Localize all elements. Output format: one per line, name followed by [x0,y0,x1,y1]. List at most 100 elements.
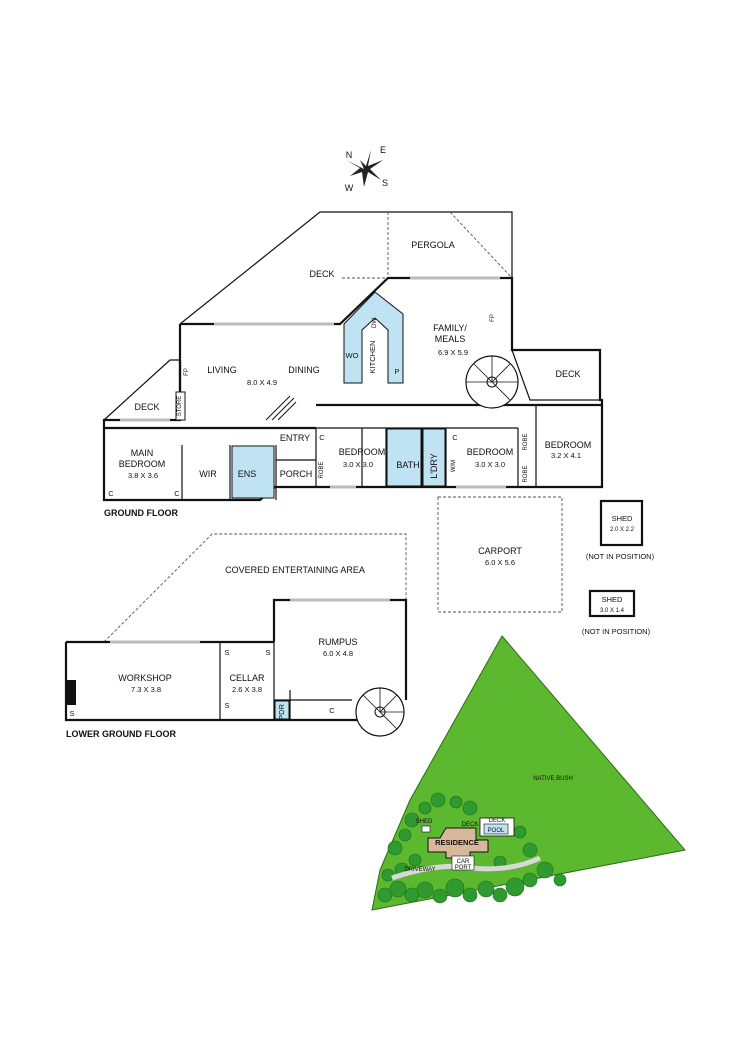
shed1-note: (NOT IN POSITION) [586,552,655,561]
shed2-note: (NOT IN POSITION) [582,627,651,636]
workshop-label: WORKSHOP [118,673,172,683]
dishwasher-label: DW [372,318,378,328]
spiral-stair-icon [465,355,519,409]
washing-machine-label: W/M [451,460,457,472]
entry-label: ENTRY [280,433,310,443]
cupboard-label: C [329,706,335,715]
deck-left-outline [103,359,180,421]
deck-label: DECK [489,818,506,824]
driveway-label: DRIVEWAY [404,867,435,873]
lower-west-south-wall [64,642,360,722]
shelf-label: S [265,648,270,657]
rumpus-label: RUMPUS [318,637,357,647]
compass-w: W [345,183,354,193]
ens-label: ENS [238,469,257,479]
cupboard-label: C [108,489,114,498]
lower-spiral-stair-icon [355,687,405,737]
workbench [66,680,76,705]
living-size: 8.0 X 4.9 [247,378,277,387]
fireplace-living-label: FP [184,368,190,376]
main-bedroom-label-1: MAIN [131,448,154,458]
shed2-label: SHED [602,595,623,604]
bedroom3-label: BEDROOM [467,447,514,457]
bedroom3-size: 3.0 X 3.0 [475,460,505,469]
rumpus-size: 6.0 X 4.8 [323,649,353,658]
carport-label-1: CAR [457,859,470,865]
lower-ground-floor-plan: COVERED ENTERTAINING AREA RUMPUS 6.0 X 4… [64,533,408,739]
pergola-label: PERGOLA [411,240,455,250]
shelf-label: S [69,709,74,718]
carport-footprint [451,855,475,871]
pergola-diagonal [449,211,513,279]
robe-1-label: ROBE [319,461,325,478]
shelf-label: S [224,701,229,710]
wall-oven-label: WO [346,351,359,360]
shed2-size: 3.0 X 1.4 [600,608,625,614]
covered-area-outline [103,533,407,643]
family-label-2: MEALS [435,334,466,344]
cupboard-label: C [452,433,458,442]
cellar-size: 2.6 X 3.8 [232,685,262,694]
fireplace-family-label: FP [490,314,496,322]
kitchen-label: KITCHEN [368,341,377,374]
ground-floor-plan: DECK PERGOLA LIVING 8.0 X 4.9 DINING KIT… [102,211,604,518]
cellar-label: CELLAR [229,673,265,683]
shed-label: SHED [416,819,433,825]
residence-footprint [427,827,489,859]
deck-top-outline [179,211,513,325]
main-bedroom-label-2: BEDROOM [119,459,166,469]
ens-wet-area [231,445,275,499]
deck-label: DECK [462,822,479,828]
cupboard-label: C [319,433,325,442]
dining-label: DINING [288,365,320,375]
wir-label: WIR [199,469,217,479]
pool-footprint [483,823,509,835]
outbuildings: CARPORT 6.0 X 5.6 SHED 2.0 X 2.2 (NOT IN… [437,496,655,636]
shed1-outline [599,499,644,547]
shelf-label: S [224,648,229,657]
compass-rose-icon: N E S W [345,145,388,193]
store-label: STORE [177,396,183,417]
bedroom4-size: 3.2 X 4.1 [551,451,581,460]
carport-label-2: PORT [455,865,472,871]
bath-wet-area [386,428,422,487]
compass-e: E [380,145,386,155]
compass-n: N [346,150,353,160]
carport-size: 6.0 X 5.6 [485,558,515,567]
robe-3-label: ROBE [523,465,529,482]
deck-right-label: DECK [555,369,580,379]
kitchen-bench [343,291,404,384]
main-bedroom-size: 3.8 X 3.6 [128,471,158,480]
covered-area-label: COVERED ENTERTAINING AREA [225,565,365,575]
residence-label: RESIDENCE [435,838,479,847]
stair-steps-icon [265,395,297,421]
site-plan: NATIVE BUSH RESIDENCE DECK DECK POOL SHE… [371,635,686,911]
ground-floor-title: GROUND FLOOR [104,508,178,518]
bath-label: BATH [396,460,419,470]
pool-label: POOL [488,828,505,834]
shed2-outline [588,589,636,618]
native-bush-label: NATIVE BUSH [533,776,573,782]
store-box [175,391,186,421]
robe-2-label: ROBE [523,433,529,450]
living-label: LIVING [207,365,237,375]
family-size: 6.9 X 5.9 [438,348,468,357]
family-label-1: FAMILY/ [433,323,467,333]
deck-right-outline [511,349,600,401]
porch-label: PORCH [280,469,313,479]
bedroom4-label: BEDROOM [545,440,592,450]
shed1-label: SHED [612,514,633,523]
workshop-size: 7.3 X 3.8 [131,685,161,694]
tree-cluster-icon [377,792,567,904]
bedroom2-size: 3.0 X 3.0 [343,460,373,469]
carport-outline [437,496,563,613]
carport-label: CARPORT [478,546,522,556]
cupboard-label: C [174,489,180,498]
compass-s: S [382,178,388,188]
lower-ground-floor-title: LOWER GROUND FLOOR [66,729,176,739]
house-north-wall [180,276,604,489]
deck-left-label: DECK [134,402,159,412]
pdr-label: PDR [277,704,286,720]
deck-top-label: DECK [309,269,334,279]
